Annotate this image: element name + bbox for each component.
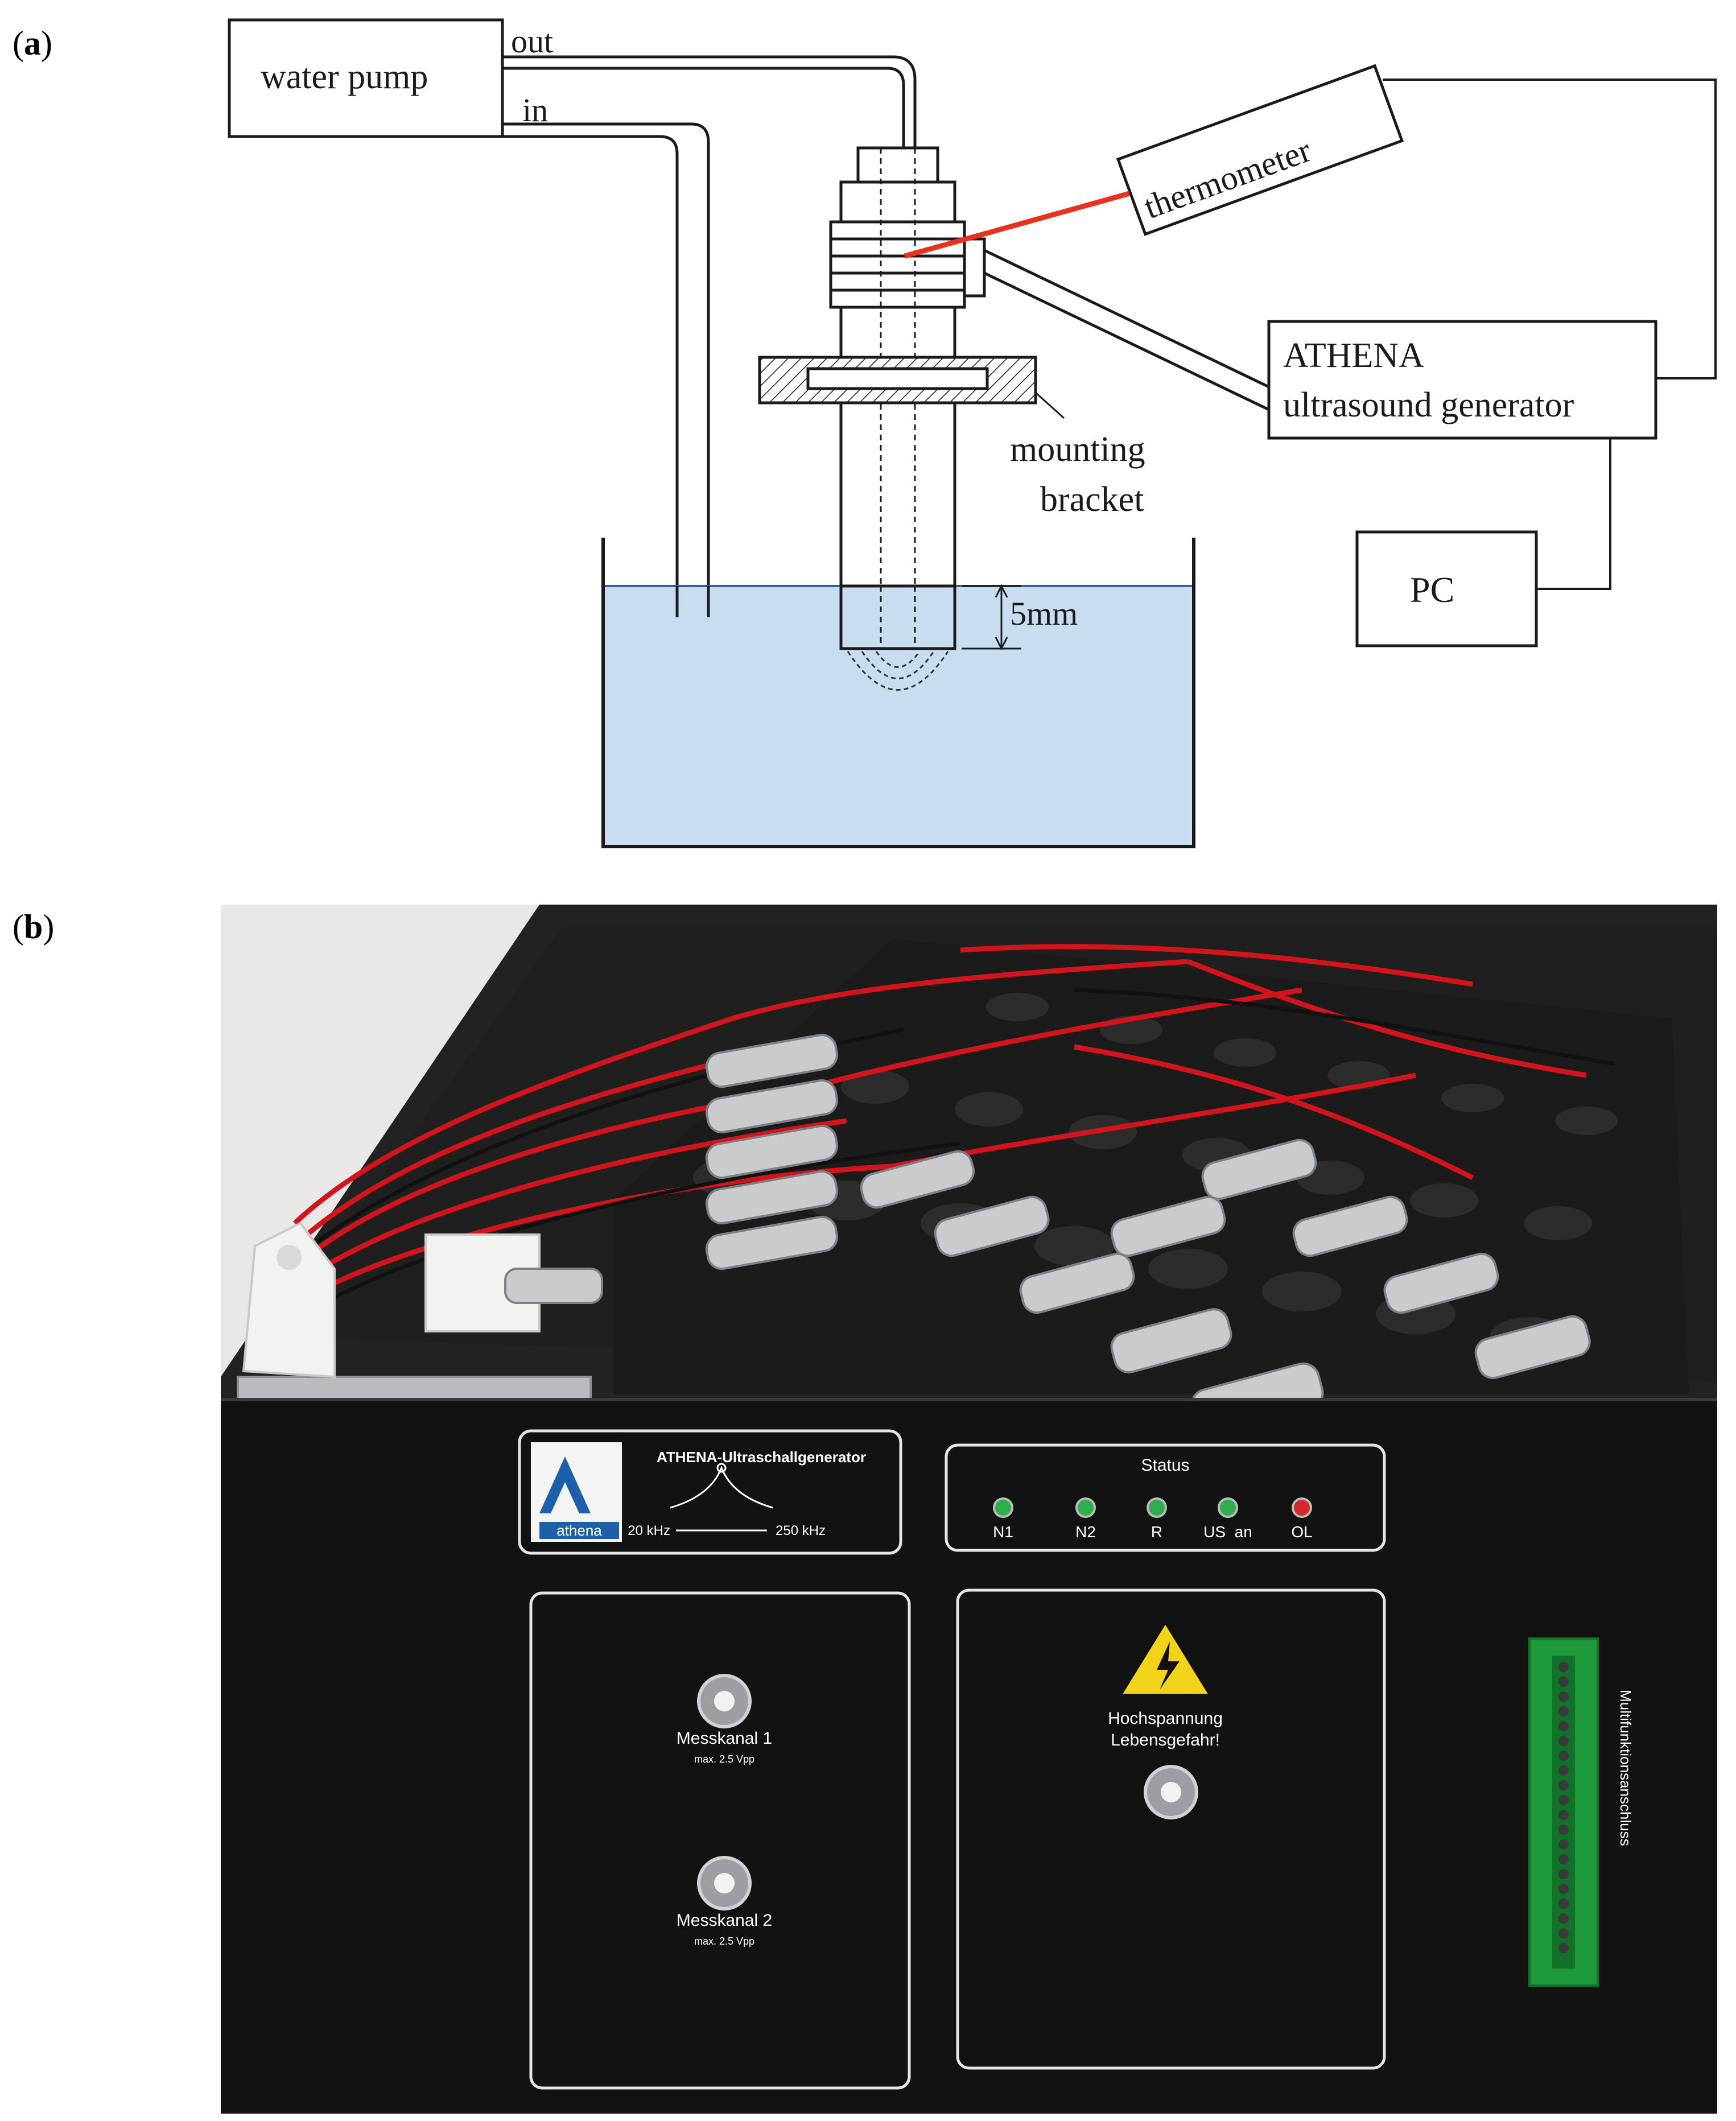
connector-pin	[1558, 1751, 1569, 1761]
status-led-label: OL	[1291, 1523, 1312, 1541]
connector-pin	[1558, 1943, 1569, 1953]
status-led-label: N1	[993, 1523, 1013, 1541]
mounting-bracket	[758, 356, 1037, 405]
connector-pin	[1558, 1913, 1569, 1924]
status-led-label: US an	[1203, 1523, 1252, 1541]
connector-pin	[1558, 1884, 1569, 1894]
generator-label-2: ultrasound generator	[1283, 386, 1574, 424]
generator-label-1: ATHENA	[1283, 336, 1424, 375]
channel1-sub: max. 2.5 Vpp	[694, 1753, 754, 1765]
device-photo: athena ATHENA-Ultraschallgenerator 20 kH…	[221, 905, 1717, 2114]
channel2-label: Messkanal 2	[677, 1911, 772, 1930]
connector-pin	[1558, 1854, 1569, 1864]
hv-connector[interactable]	[1144, 1765, 1198, 1819]
warning-line-2: Lebensgefahr!	[1111, 1731, 1220, 1749]
status-led-1	[993, 1497, 1013, 1518]
connector-pin	[1558, 1810, 1569, 1820]
pc-label: PC	[1410, 570, 1454, 610]
inlet-tube	[502, 122, 710, 617]
front-panel	[221, 1400, 1717, 2114]
thermometer-probe	[904, 191, 1131, 259]
warning-line-1: Hochspannung	[1108, 1709, 1223, 1728]
outlet-tube	[502, 55, 917, 148]
depth-label: 5mm	[1010, 595, 1078, 632]
freq-high: 250 kHz	[776, 1523, 826, 1538]
title-block: athena ATHENA-Ultraschallgenerator 20 kH…	[518, 1429, 902, 1555]
depth-dimension	[962, 584, 1021, 651]
connector-pin	[1558, 1662, 1569, 1672]
connector-pin	[1558, 1677, 1569, 1687]
connector-pin	[1558, 1839, 1569, 1850]
mounting-label-2: bracket	[1040, 480, 1144, 519]
status-block: Status N1 N2 R US an OL	[945, 1443, 1386, 1552]
red-wires	[292, 944, 1587, 1294]
connector-pin	[1558, 1869, 1569, 1879]
bnc-connector-1[interactable]	[697, 1674, 752, 1728]
device-title: ATHENA-Ultraschallgenerator	[657, 1449, 866, 1466]
freq-low: 20 kHz	[628, 1523, 670, 1538]
transducers	[705, 1034, 1591, 1435]
in-label: in	[522, 92, 548, 129]
mounting-label-1: mounting	[1010, 430, 1145, 469]
channels-block: Messkanal 1 max. 2.5 Vpp Messkanal 2 max…	[529, 1591, 911, 2090]
schematic-diagram: water pump out in thermometer ATHENA ult…	[228, 18, 1717, 848]
pc-cable	[1536, 438, 1611, 590]
high-voltage-block: Hochspannung Lebensgefahr!	[956, 1588, 1386, 2070]
transducer-cap	[856, 146, 939, 184]
status-led-label: N2	[1075, 1523, 1096, 1541]
thermometer-box	[1116, 64, 1404, 236]
connector-pin	[1558, 1899, 1569, 1909]
connector-pin	[1558, 1825, 1569, 1835]
connector-pin	[1558, 1721, 1569, 1731]
connector-pin	[1558, 1780, 1569, 1790]
logo-text: athena	[556, 1522, 602, 1539]
pc-box	[1355, 530, 1538, 647]
status-led-3	[1147, 1497, 1167, 1518]
channel1-label: Messkanal 1	[677, 1729, 772, 1748]
status-led-5	[1292, 1497, 1312, 1518]
connector-pin	[1558, 1706, 1569, 1716]
panel-a-label: (a)	[13, 24, 52, 62]
multifunction-connector[interactable]	[1528, 1637, 1599, 1987]
status-led-label: R	[1151, 1523, 1162, 1541]
water-pump-box	[228, 18, 504, 138]
panel-b-label: (b)	[13, 908, 55, 946]
tank	[601, 538, 1195, 848]
status-title: Status	[1141, 1456, 1189, 1475]
connector-pin	[1558, 1691, 1569, 1702]
status-led-4	[1218, 1497, 1238, 1518]
connector-pin	[1558, 1765, 1569, 1776]
connector-pin	[1558, 1795, 1569, 1805]
connector-pin	[1558, 1928, 1569, 1938]
generator-cable	[964, 237, 986, 298]
ultrasound-waves	[847, 651, 949, 691]
side-label: Multifunktionsanschluss	[1617, 1690, 1634, 1846]
thermometer-cable	[1383, 79, 1717, 379]
channel2-sub: max. 2.5 Vpp	[694, 1936, 754, 1947]
status-led-2	[1075, 1497, 1096, 1518]
connector-pin	[1558, 1736, 1569, 1746]
water-pump-label: water pump	[261, 57, 428, 96]
bnc-connector-2[interactable]	[697, 1856, 752, 1910]
thermometer-label: thermometer	[1139, 131, 1316, 226]
generator-box	[1267, 320, 1657, 440]
out-label: out	[511, 23, 553, 60]
